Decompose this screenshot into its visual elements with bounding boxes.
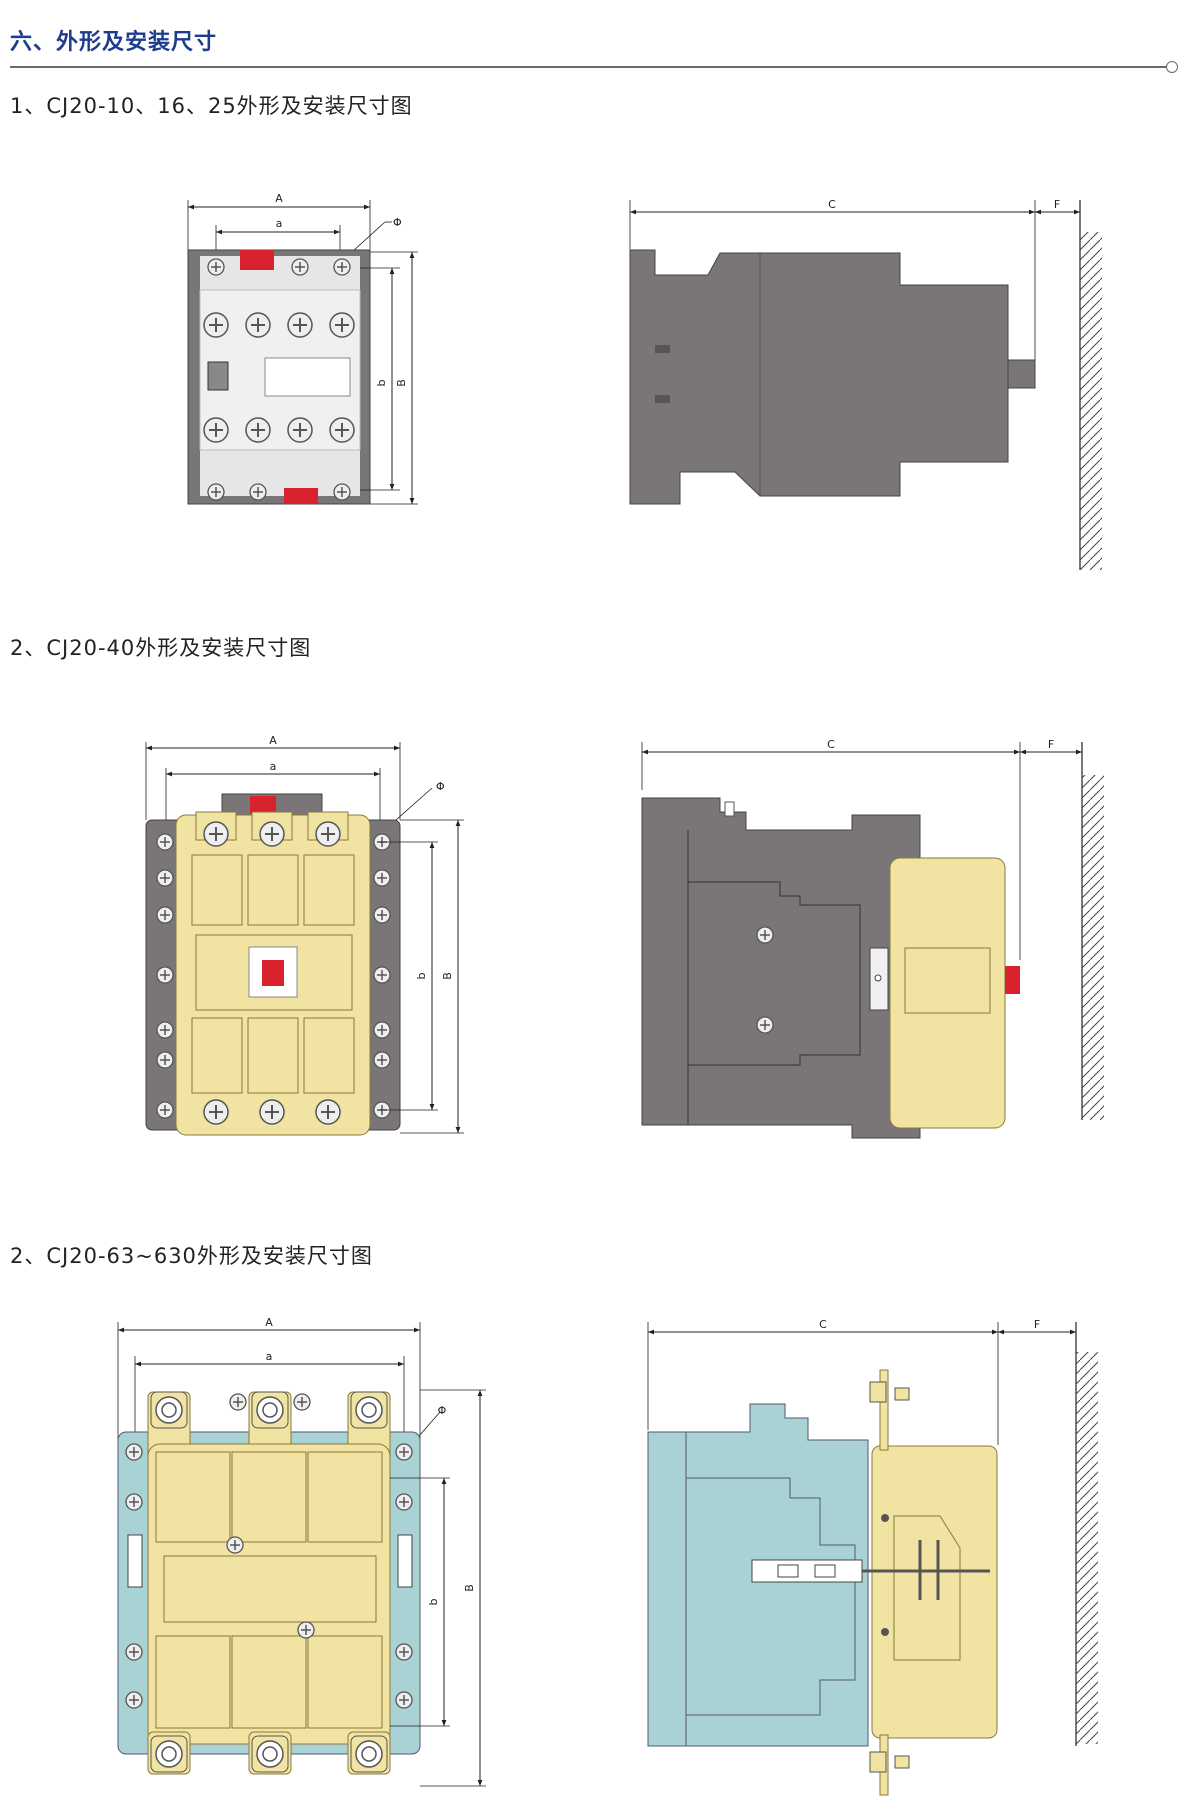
dim-label-F1: F bbox=[1054, 198, 1060, 211]
header-divider bbox=[10, 66, 1170, 68]
page-title: 六、外形及安装尺寸 bbox=[10, 30, 218, 55]
cj20-small-side-view: C F bbox=[629, 198, 1102, 570]
dim-label-A2: A bbox=[269, 734, 277, 747]
dim-label-C2: C bbox=[827, 738, 835, 751]
dim-label-B1: B bbox=[395, 379, 408, 387]
dim-label-a2: a bbox=[270, 760, 277, 773]
section-title-1: 1、CJ20-10、16、25外形及安装尺寸图 bbox=[10, 94, 413, 118]
dim-label-B3: B bbox=[463, 1584, 476, 1592]
dim-label-a3: a bbox=[266, 1350, 273, 1363]
cj20-40-side-view: C F bbox=[641, 738, 1104, 1139]
section-title-3: 2、CJ20-63~630外形及安装尺寸图 bbox=[10, 1244, 373, 1268]
cj20-63-630-front-view: A a Φ b B bbox=[117, 1316, 486, 1787]
dim-label-b2: b bbox=[415, 972, 428, 979]
dim-label-B2: B bbox=[441, 972, 454, 980]
dim-label-F2: F bbox=[1048, 738, 1054, 751]
dim-label-a1: a bbox=[276, 217, 283, 230]
dim-label-A1: A bbox=[275, 192, 283, 205]
dim-label-C1: C bbox=[828, 198, 836, 211]
dim-label-phi1: Φ bbox=[393, 216, 402, 229]
divider-end-circle bbox=[1166, 61, 1178, 73]
dim-label-b1: b bbox=[375, 379, 388, 386]
section-title-2: 2、CJ20-40外形及安装尺寸图 bbox=[10, 636, 312, 660]
dim-label-F3: F bbox=[1034, 1318, 1040, 1331]
dim-label-b3: b bbox=[427, 1598, 440, 1605]
dim-label-A3: A bbox=[265, 1316, 273, 1329]
cj20-63-630-side-view: C F bbox=[647, 1318, 1098, 1796]
cj20-40-front-view: A a Φ b B bbox=[145, 734, 464, 1136]
dim-label-phi2: Φ bbox=[436, 780, 445, 793]
dim-label-C3: C bbox=[819, 1318, 827, 1331]
cj20-small-front-view: A a Φ b B bbox=[187, 192, 418, 505]
dim-label-phi3: Φ bbox=[438, 1404, 447, 1417]
